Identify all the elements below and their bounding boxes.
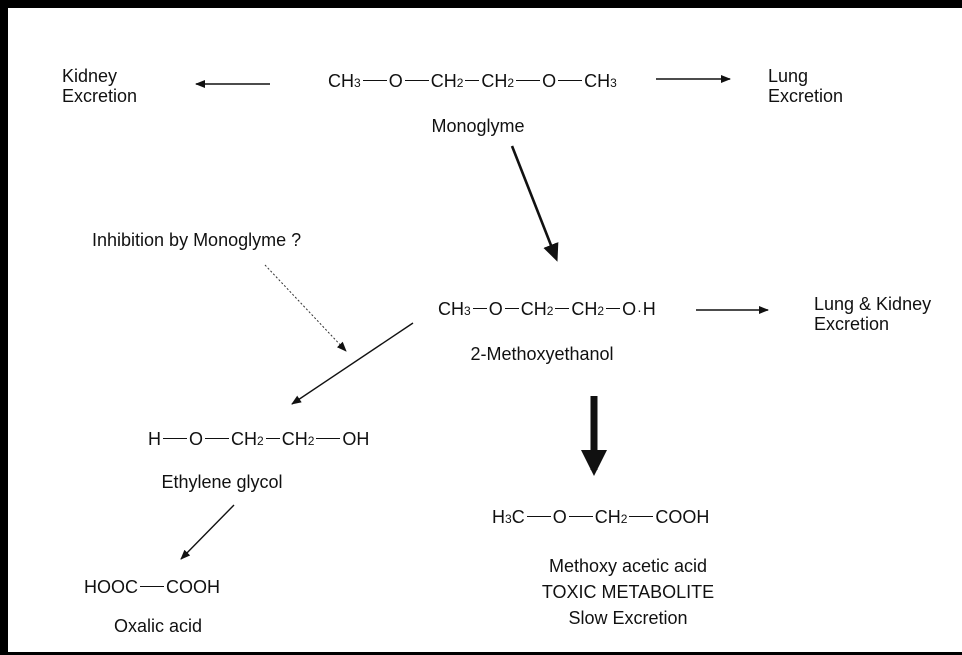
methoxy-acetic-acid-line-1: Methoxy acetic acid (548, 556, 708, 576)
lung-kidney-excretion-label: Lung & Kidney Excretion (814, 294, 931, 334)
formula-group: OH (342, 429, 370, 449)
bond (504, 307, 519, 309)
formula-group: H (642, 299, 656, 319)
formula-group: CH (438, 299, 464, 319)
bond (472, 307, 487, 309)
methoxyethanol-name: 2-Methoxyethanol (470, 344, 614, 364)
bond (140, 585, 164, 587)
bond (465, 79, 480, 81)
monoglyme-name: Monoglyme (431, 116, 525, 136)
arrow-inhibition-dotted (264, 264, 347, 352)
formula-group: C (511, 507, 525, 527)
arrow-methoxyethanol-to-ethylene-glycol (291, 322, 414, 405)
formula-group: O (189, 429, 204, 449)
kidney-excretion-line-2: Excretion (62, 86, 138, 106)
kidney-excretion-line-1: Kidney (62, 66, 118, 86)
bond (526, 515, 551, 517)
formula-dot: · (637, 302, 642, 318)
bond (316, 437, 341, 439)
bond (558, 79, 583, 81)
formula-group: O (388, 71, 403, 91)
bond (629, 515, 654, 517)
bond (516, 79, 541, 81)
lung-excretion-line-2: Excretion (768, 86, 844, 106)
formula-group: CH (430, 71, 457, 91)
formula-group: CH (571, 299, 598, 319)
formula-group: HOOC (84, 577, 138, 597)
formula-group: COOH (655, 507, 710, 527)
formula-group: CH (584, 71, 611, 91)
bond (362, 79, 387, 81)
formula-group: O (552, 507, 567, 527)
formula-group: H (492, 507, 505, 527)
slow-excretion-label: Slow Excretion (568, 608, 688, 628)
formula-group: CH (481, 71, 508, 91)
bond (163, 437, 187, 439)
arrow-monoglyme-to-methoxyethanol (510, 145, 559, 262)
formula-group: CH (281, 429, 308, 449)
formula-group: H (148, 429, 161, 449)
lung-excretion-label: Lung Excretion (768, 66, 843, 106)
inhibition-label: Inhibition by Monoglyme ? (92, 230, 302, 250)
bond (265, 437, 280, 439)
arrow-ethylene-glycol-to-oxalic-acid (180, 504, 235, 560)
formula-group: O (488, 299, 503, 319)
formula-group: CH (520, 299, 547, 319)
kidney-excretion-label: Kidney Excretion (62, 66, 137, 106)
bond (404, 79, 429, 81)
formula-group: O (622, 299, 637, 319)
bond (606, 307, 621, 309)
formula-group: CH (231, 429, 258, 449)
toxic-metabolite-label: TOXIC METABOLITE (541, 582, 715, 602)
formula-group: O (542, 71, 557, 91)
oxalic-acid-formula: HOOC COOH (84, 576, 220, 598)
formula-group: CH (594, 507, 621, 527)
lung-kidney-excretion-line-1: Lung & Kidney (814, 294, 932, 314)
oxalic-acid-name: Oxalic acid (113, 616, 203, 636)
ethylene-glycol-name: Ethylene glycol (161, 472, 283, 492)
bond (205, 437, 230, 439)
formula-group: COOH (166, 577, 220, 597)
bond (568, 515, 593, 517)
lung-kidney-excretion-line-2: Excretion (814, 314, 890, 334)
formula-group: CH (328, 71, 354, 91)
methoxy-acetic-acid-name: Methoxy acetic acid TOXIC METABOLITE Slo… (498, 556, 758, 628)
bond (555, 307, 570, 309)
lung-excretion-line-1: Lung (768, 66, 809, 86)
